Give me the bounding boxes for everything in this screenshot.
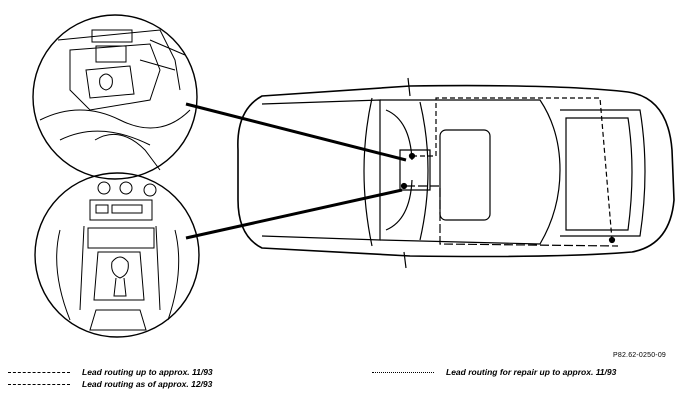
legend-item-dash-dot: Lead routing for repair up to approx. 11… [372, 367, 616, 377]
wiring-diagram [32, 14, 675, 338]
figure-reference: P82.62-0250-09 [613, 352, 667, 359]
legend-item-dashed-long: Lead routing as of approx. 12/93 [8, 379, 212, 389]
dashed-line-icon [8, 371, 70, 373]
legend-label: Lead routing for repair up to approx. 11… [446, 367, 617, 377]
upper-detail-circle [32, 14, 198, 180]
dash-dot-line-icon [372, 371, 434, 373]
dashed-line-icon [8, 383, 70, 385]
legend-label: Lead routing as of approx. 12/93 [82, 379, 213, 389]
leader-lines [185, 102, 407, 240]
legend-item-dashed: Lead routing up to approx. 11/93 [8, 367, 213, 377]
lower-detail-circle [34, 172, 200, 338]
legend-label: Lead routing up to approx. 11/93 [82, 367, 213, 377]
car-top-view [237, 77, 675, 269]
